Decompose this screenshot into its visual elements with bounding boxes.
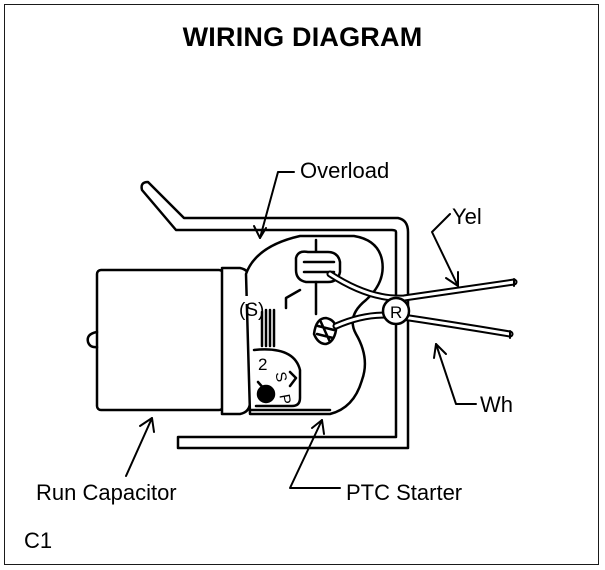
- ptc-starter-label: PTC Starter: [346, 480, 462, 505]
- overload-ptc-housing: [244, 234, 384, 416]
- yel-label: Yel: [452, 204, 482, 229]
- wh-label: Wh: [480, 392, 513, 417]
- s-terminal: [240, 296, 264, 304]
- pin-2-label: 2: [258, 355, 267, 374]
- figure-id: C1: [24, 528, 53, 553]
- white-wire: [332, 311, 514, 339]
- mounting-bracket: [140, 180, 410, 450]
- overload-label: Overload: [300, 158, 389, 183]
- pin-p-label: P: [275, 393, 293, 406]
- ptc-starter-internals: [248, 308, 332, 412]
- diagram-title: WIRING DIAGRAM: [182, 22, 423, 52]
- yellow-wire: [326, 270, 518, 302]
- leader-lines: [125, 171, 477, 489]
- r-junction: [381, 296, 411, 326]
- pin-s-label: S: [271, 370, 289, 383]
- run-capacitor: [86, 266, 252, 416]
- r-terminal-label: R: [390, 303, 402, 322]
- s-terminal-label: (S): [239, 300, 264, 321]
- run-capacitor-label: Run Capacitor: [36, 480, 177, 505]
- screw-terminal: [312, 316, 338, 346]
